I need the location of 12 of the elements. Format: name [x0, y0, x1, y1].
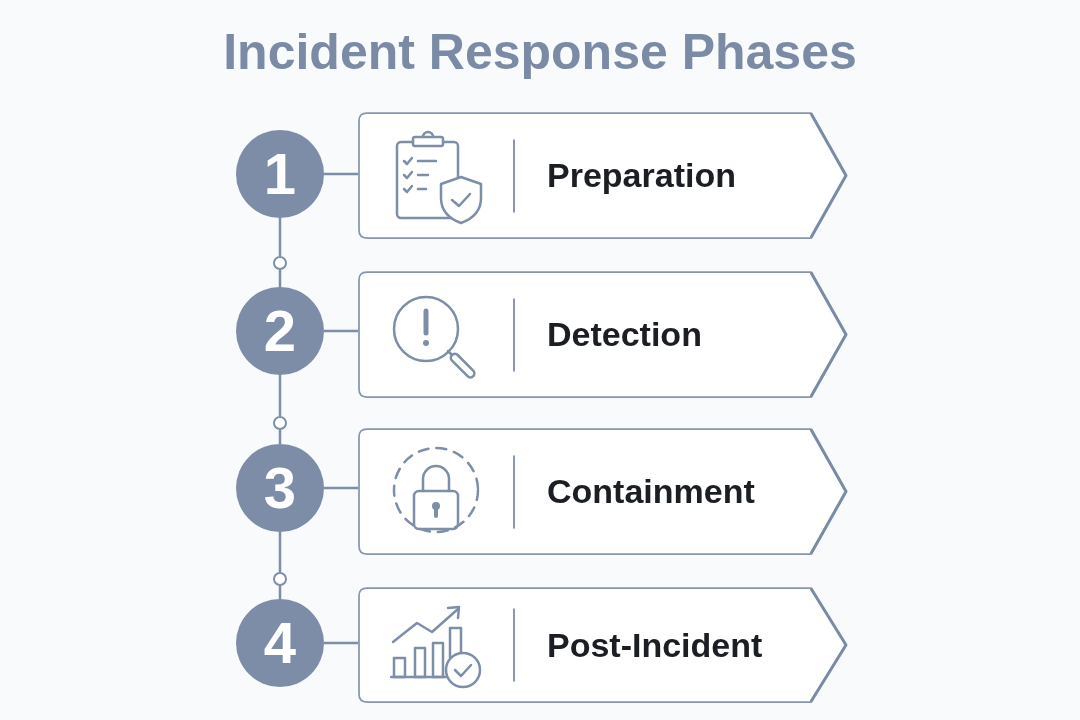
connector-line — [324, 329, 358, 333]
phase-title: Preparation — [547, 155, 736, 197]
phase-title: Containment — [547, 471, 755, 513]
connector-line — [324, 172, 358, 176]
connector-line — [278, 532, 282, 572]
phase-title: Post-Incident — [547, 624, 763, 666]
phase-title: Detection — [547, 314, 702, 356]
connector-line — [324, 486, 358, 490]
connector-line — [278, 218, 282, 256]
connector-line — [278, 375, 282, 416]
diagram-title: Incident Response Phases — [223, 23, 857, 82]
connector-line — [324, 641, 358, 645]
